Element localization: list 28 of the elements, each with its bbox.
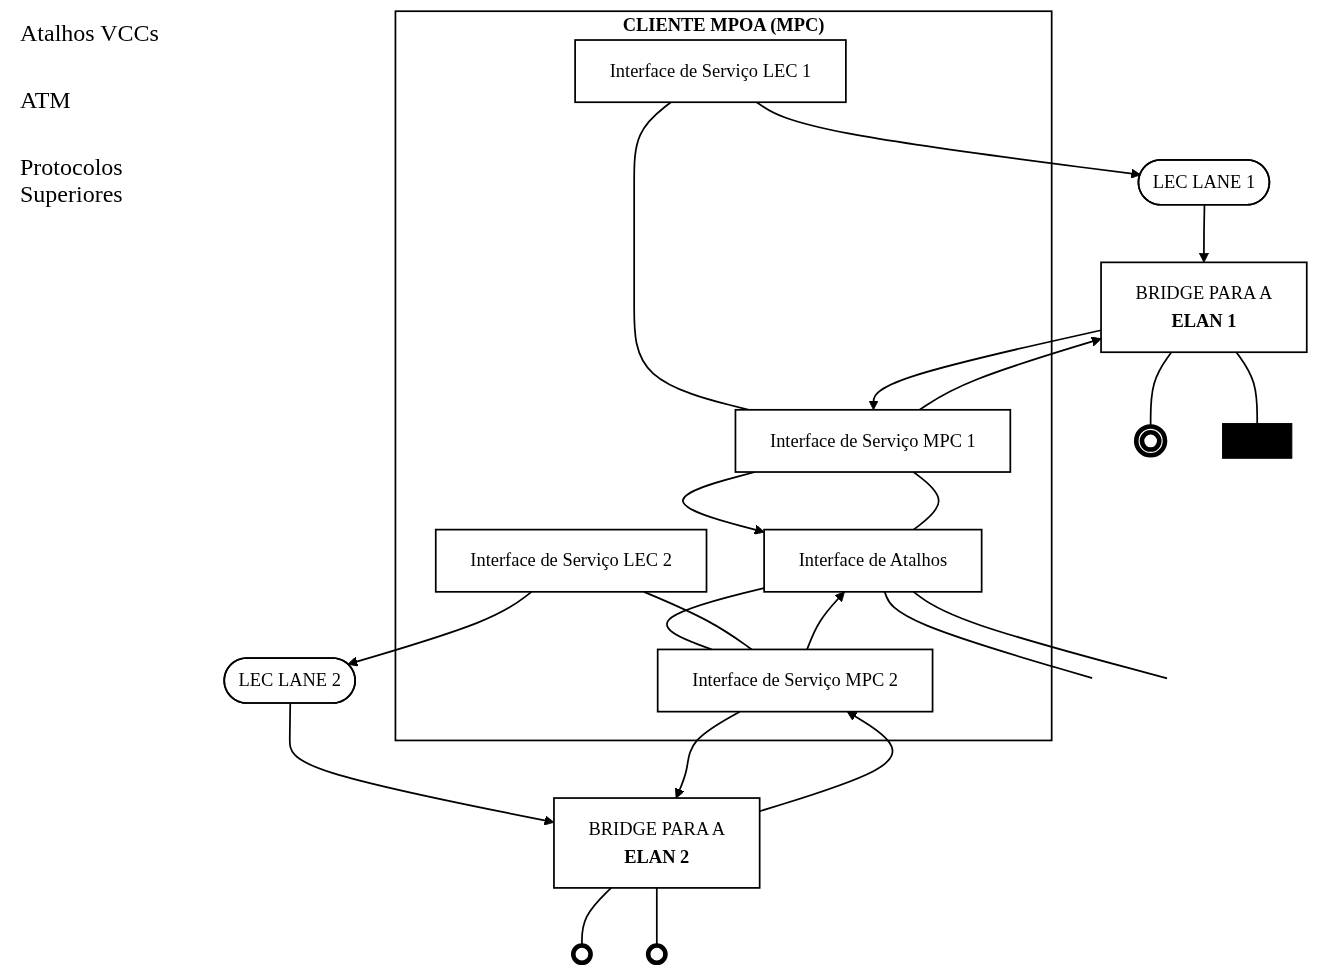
node-circle <box>570 943 593 966</box>
node-circle <box>645 943 668 966</box>
connector <box>912 471 940 531</box>
connector <box>1235 351 1259 425</box>
node-box: Interface de Serviço LEC 1 <box>574 39 847 104</box>
node-bar <box>1222 423 1293 459</box>
node-circle <box>1133 424 1168 458</box>
label-text: ATM <box>20 87 72 114</box>
label-text: Atalhos VCCs <box>20 20 160 47</box>
connector <box>666 587 765 651</box>
connector <box>643 590 753 651</box>
arrow <box>868 329 1102 411</box>
arrow <box>918 336 1102 411</box>
node-box: BRIDGE PARA A ELAN 1 <box>1100 261 1308 354</box>
label-text: Protocolos Superiores <box>20 154 124 208</box>
arrow <box>682 471 765 535</box>
node-box: Interface de Atalhos <box>763 528 983 593</box>
arrow <box>675 710 741 799</box>
connector <box>912 590 1169 680</box>
arrow <box>806 591 845 651</box>
node-box: Interface de Serviço MPC 2 <box>656 648 934 713</box>
arrow <box>755 101 1141 179</box>
node-box: BRIDGE PARA A ELAN 2 <box>553 797 761 889</box>
node-box: Interface de Serviço MPC 1 <box>734 408 1012 473</box>
arrow <box>347 590 533 667</box>
node-box: Interface de Serviço LEC 2 <box>434 528 708 593</box>
arrow <box>1198 204 1209 263</box>
connector <box>883 590 1094 679</box>
